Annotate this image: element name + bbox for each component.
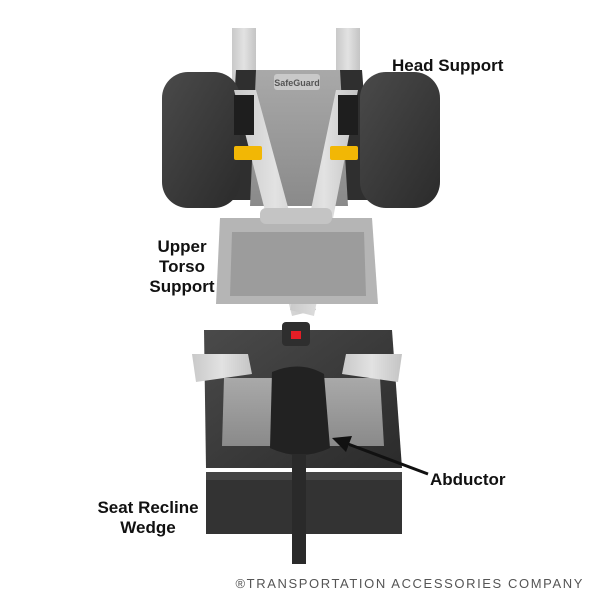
black-arrow-icon [332, 436, 429, 476]
seat-recline-label-line1: Seat Recline [97, 498, 199, 517]
upper-torso-label-line1: Upper [157, 237, 207, 256]
buckle-release-button [291, 331, 301, 339]
seat-recline-wedge [206, 454, 402, 564]
chest-clip [260, 208, 332, 224]
abductor-pad [270, 366, 330, 455]
upper-torso-support [216, 208, 378, 304]
crotch-strap [292, 454, 306, 564]
head-support-pads [162, 72, 440, 208]
harness-adjuster-right [330, 146, 358, 160]
upper-torso-label-line2: Torso [159, 257, 205, 276]
upper-torso-label-line3: Support [149, 277, 215, 296]
head-support-label: Head Support [392, 56, 504, 75]
seat-recline-label-line2: Wedge [120, 518, 176, 537]
brand-logo: SafeGuard [274, 78, 320, 88]
upper-torso-support-label: Upper Torso Support [140, 237, 224, 297]
abductor-label: Abductor [430, 470, 506, 489]
seat-recline-wedge-label: Seat Recline Wedge [86, 498, 210, 538]
harness-adjuster-left [234, 146, 262, 160]
copyright-notice: ®TRANSPORTATION ACCESSORIES COMPANY [235, 576, 584, 591]
